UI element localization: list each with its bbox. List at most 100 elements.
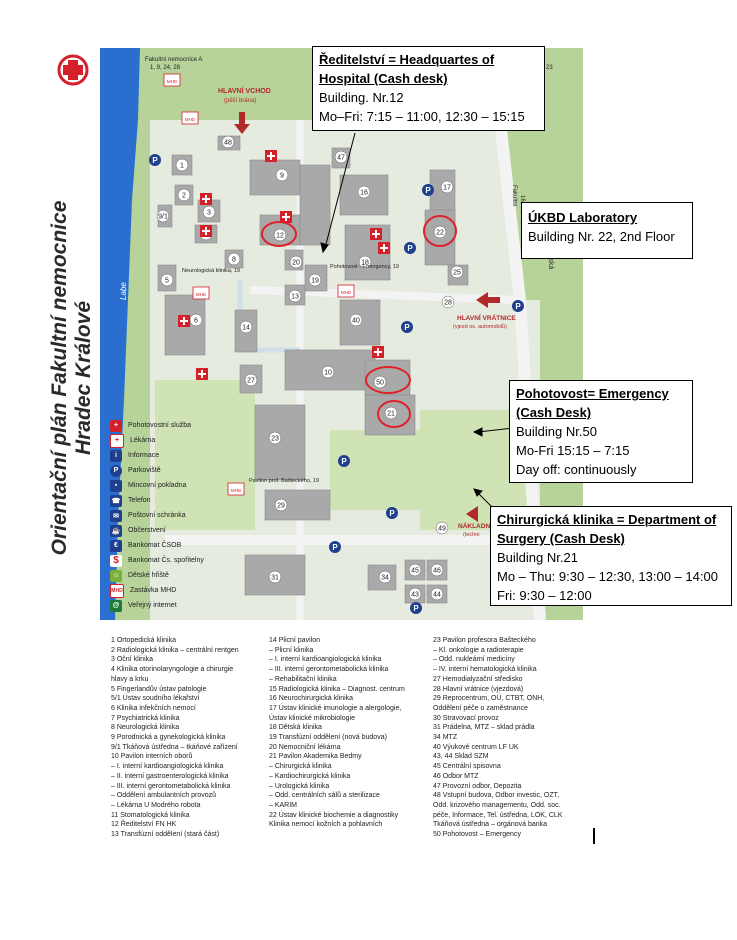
pharmacy-cross-icon: + xyxy=(110,433,124,448)
bldg-num: 46 xyxy=(430,563,444,577)
list-item: – III. interní gerontometabolická klinik… xyxy=(111,782,231,790)
label-main-gate: HLAVNÍ VCHOD xyxy=(218,86,271,95)
bldg-num: 2 xyxy=(177,188,191,202)
mailbox-icon: ✉ xyxy=(110,509,122,522)
svg-text:P: P xyxy=(515,302,521,311)
legend-item: $Bankomat Čs. spořitelny xyxy=(110,553,285,568)
list-item: 11 Stomatologická klinika xyxy=(111,811,190,819)
list-item: – KARIM xyxy=(269,801,298,809)
label-emergency: Pohotovost - Emergency, 19 xyxy=(330,264,399,270)
highlight-circle-21 xyxy=(377,400,411,428)
svg-text:P: P xyxy=(389,509,395,518)
legend-label: Dětské hřiště xyxy=(128,572,169,579)
parking-icon: P xyxy=(404,242,416,254)
bldg-num: 43 xyxy=(408,587,422,601)
list-item: 14 Plicní pavilon xyxy=(269,637,320,644)
bldg-num: 12 xyxy=(273,228,287,242)
bldg-num: 29 xyxy=(274,498,288,512)
list-item: Ústav klinické mikrobiologie xyxy=(269,714,355,722)
svg-text:5: 5 xyxy=(165,278,169,285)
list-item: 4 Klinika otorinolaryngologie a chirurgi… xyxy=(111,666,234,674)
map-title: Orientační plán Fakultní nemocnice Hrade… xyxy=(48,200,95,556)
svg-text:P: P xyxy=(407,244,413,253)
list-item: 28 Hlavní vrátnice (vjezdová) xyxy=(433,685,524,693)
emergency-cross-icon xyxy=(196,368,208,380)
bldg-num: 21 xyxy=(384,406,398,420)
svg-text:1: 1 xyxy=(180,163,184,170)
callout-hq-title-1: Ředitelství = Headquartes of xyxy=(319,52,495,67)
building-9 xyxy=(249,159,301,196)
list-item: – Kardiochirurgická klinika xyxy=(269,772,351,780)
list-item: – Plicní klinika xyxy=(269,646,314,654)
svg-text:MHD: MHD xyxy=(231,488,242,493)
svg-text:31: 31 xyxy=(271,575,279,582)
bldg-num: 45 xyxy=(408,563,422,577)
parking-icon: P xyxy=(329,541,341,553)
svg-text:2: 2 xyxy=(182,193,186,200)
vehicle-gate-arrow xyxy=(476,292,500,308)
svg-text:47: 47 xyxy=(337,155,345,162)
bldg-num: 1 xyxy=(175,158,189,172)
refreshment-icon: ☕ xyxy=(110,524,122,537)
highlight-circle-22 xyxy=(423,215,457,247)
list-item: Tkáňová ústředna – orgánová banka xyxy=(433,821,548,829)
parking-icon: P xyxy=(110,464,122,477)
bldg-num: 3 xyxy=(202,205,216,219)
list-item: 3 Oční klinika xyxy=(111,656,154,664)
svg-text:21: 21 xyxy=(387,411,395,418)
bldg-num: 18 xyxy=(358,255,372,269)
svg-text:23: 23 xyxy=(271,436,279,443)
svg-text:MHD: MHD xyxy=(196,292,207,297)
callout-headquarters: Ředitelství = Headquartes of Hospital (C… xyxy=(312,46,545,131)
callout-hq-title-2: Hospital (Cash desk) xyxy=(319,71,448,86)
legend-label: Bankomat Čs. spořitelny xyxy=(128,557,204,564)
legend-item: ☎Telefon xyxy=(110,493,285,508)
bldg-num: 44 xyxy=(430,587,444,601)
parking-icon: P xyxy=(422,184,434,196)
callout-surgery-line3: Fri: 9:30 – 12:00 xyxy=(497,588,592,603)
label-right-stop-name: Fakultní xyxy=(511,185,517,207)
label-vehicle-gate-sub: (vjezd os. automobilů) xyxy=(453,323,507,330)
callout-emergency-line3: Day off: continuously xyxy=(516,462,637,477)
label-fakultni-a-lines: 1, 9, 24, 28 xyxy=(150,65,181,71)
svg-text:29: 29 xyxy=(277,503,285,510)
list-item: – Odd. nukleární medicíny xyxy=(433,656,515,664)
svg-text:16: 16 xyxy=(360,190,368,197)
bldg-num: 10 xyxy=(321,365,335,379)
bldg-num: 16 xyxy=(357,185,371,199)
list-item: 6 Klinika infekčních nemocí xyxy=(111,704,196,712)
list-item: – Chirurgická klinika xyxy=(269,763,332,771)
highlight-circle-12 xyxy=(261,221,297,247)
bldg-num: 20 xyxy=(289,255,303,269)
list-item: 12 Ředitelství FN HK xyxy=(111,821,177,829)
bldg-num: 40 xyxy=(349,313,363,327)
label-top-right-num: 23 xyxy=(546,65,553,71)
list-item: 50 Pohotovost – Emergency xyxy=(433,831,521,839)
emergency-cross-icon xyxy=(178,315,190,327)
legend-item: @Veřejný internet xyxy=(110,598,285,613)
list-item: 29 Reprocentrum, OÚ, CTBT, ONH, xyxy=(433,695,545,703)
list-item: 8 Neurologická klinika xyxy=(111,724,180,732)
label-pavilon: Pavilon prof. Bašteckého, 19 xyxy=(249,478,319,484)
building-list-col3: 23 Pavilon profesora Bašteckého – Kl. on… xyxy=(433,636,562,840)
list-item: – Oddělení ambulantních provozů xyxy=(111,792,217,800)
bldg-num: 23 xyxy=(268,431,282,445)
callout-hq-line2: Mo–Fri: 7:15 – 11:00, 12:30 – 15:15 xyxy=(319,109,525,124)
svg-text:9: 9 xyxy=(280,173,284,180)
info-icon: i xyxy=(110,449,122,462)
svg-text:46: 46 xyxy=(433,568,441,575)
main-gate-arrow xyxy=(234,112,250,134)
svg-text:MHD: MHD xyxy=(167,79,178,84)
svg-text:49: 49 xyxy=(438,526,446,533)
list-item: 40 Výukové centrum LF UK xyxy=(433,743,519,751)
svg-text:MHD: MHD xyxy=(341,290,352,295)
svg-text:44: 44 xyxy=(433,592,441,599)
list-item: 31 Prádelna, MTZ – sklad prádla xyxy=(433,724,535,732)
emergency-cross-icon xyxy=(200,193,212,205)
legend-label: Zastávka MHD xyxy=(130,587,177,594)
svg-text:MHD: MHD xyxy=(185,117,196,122)
bldg-num: 19 xyxy=(308,273,322,287)
highlight-circle-50 xyxy=(365,366,411,394)
svg-text:45: 45 xyxy=(411,568,419,575)
